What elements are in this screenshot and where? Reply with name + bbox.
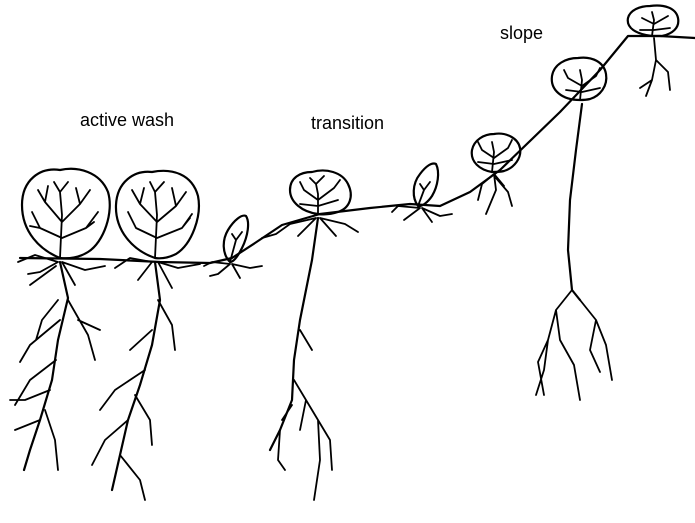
taproot xyxy=(568,104,582,300)
canopy-branches xyxy=(300,176,340,214)
deep-roots xyxy=(92,300,175,500)
label-transition: transition xyxy=(311,113,384,134)
seedling-2 xyxy=(392,163,452,222)
seedling-1 xyxy=(204,216,262,278)
roots xyxy=(640,38,670,96)
leaf-outline xyxy=(414,163,438,206)
roots xyxy=(204,262,262,278)
plant-slope-top xyxy=(628,6,679,97)
canopy-outline xyxy=(552,58,607,100)
canopy-outline xyxy=(290,171,351,215)
canopy-branches xyxy=(564,68,600,100)
label-slope: slope xyxy=(500,23,543,44)
leaf-vein xyxy=(418,182,430,206)
plant-transition xyxy=(262,171,358,501)
canopy-branches xyxy=(640,12,670,36)
deep-roots xyxy=(278,330,332,500)
plant-active-wash-1 xyxy=(10,169,110,470)
roots xyxy=(478,174,512,214)
canopy-branches xyxy=(478,140,512,172)
deep-roots xyxy=(536,290,612,400)
roots xyxy=(392,206,452,222)
canopy-branches xyxy=(128,182,192,258)
plant-slope-upper xyxy=(536,58,612,400)
deep-roots xyxy=(10,300,100,470)
canopy-outline xyxy=(472,134,521,172)
label-active-wash: active wash xyxy=(80,110,174,131)
taproot xyxy=(24,262,68,470)
taproot xyxy=(270,218,318,450)
